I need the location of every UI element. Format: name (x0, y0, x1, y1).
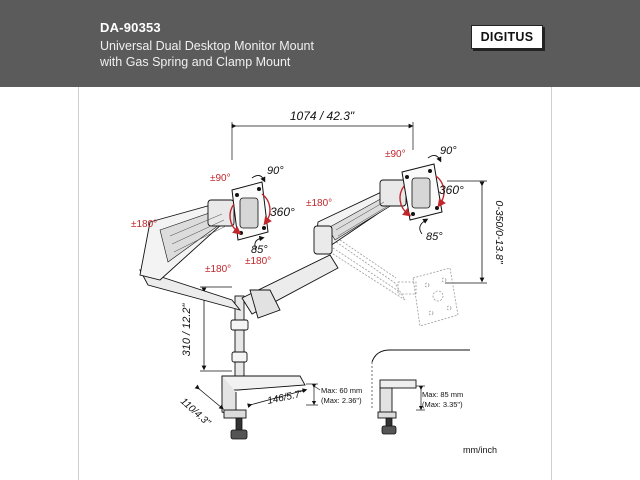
left-pan-label: 85° (251, 244, 268, 256)
units-label: mm/inch (463, 445, 498, 455)
height-dimension: 0-350/0-13.8" (445, 180, 505, 284)
clamp2-max-in: (Max: 3.35") (422, 400, 463, 409)
height-label: 0-350/0-13.8" (493, 200, 505, 265)
right-360-label: 360° (439, 183, 464, 197)
left-rotation-labels: ±90° 90° 360° 85° ±180° ±180° ±180° (131, 165, 295, 275)
left-swivel-c-label: ±180° (245, 256, 271, 267)
right-rotation-labels: ±180° ±90° 90° 360° 85° (306, 145, 464, 243)
base-depth-label: 110/4.3" (178, 396, 213, 429)
left-tilt-deg-label: 90° (267, 165, 284, 177)
width-dimension: 1074 / 42.3" (231, 109, 414, 160)
pole-and-clamp (221, 295, 306, 440)
product-title-line2: with Gas Spring and Clamp Mount (100, 55, 291, 69)
clamp2-max-mm: Max: 85 mm (422, 390, 463, 399)
header-band: DA-90353 Universal Dual Desktop Monitor … (0, 0, 640, 87)
left-360-label: 360° (270, 205, 295, 219)
clamp1-max-mm: Max: 60 mm (321, 386, 362, 395)
right-guide-line (551, 87, 552, 480)
left-swivel-b-label: ±180° (205, 264, 231, 275)
left-guide-line (78, 87, 79, 480)
center-arm (241, 254, 339, 319)
left-arm (139, 199, 242, 311)
clamp-detail-2: Max: 85 mm (Max: 3.35") (371, 349, 470, 435)
right-vesa-plate (399, 163, 446, 221)
model-number: DA-90353 (100, 20, 161, 35)
right-pan-label: 85° (426, 231, 443, 243)
base-width-label: 146/5.7" (266, 388, 305, 407)
right-swivel-label: ±180° (306, 198, 332, 209)
pole-height-label: 310 / 12.2" (181, 302, 193, 356)
right-arm (313, 179, 407, 255)
clamp-max-1: Max: 60 mm (Max: 2.36") (313, 385, 362, 405)
width-label: 1074 / 42.3" (290, 109, 355, 123)
left-vesa-plate (229, 181, 272, 241)
product-title-line1: Universal Dual Desktop Monitor Mount (100, 39, 314, 53)
left-swivel-a-label: ±180° (131, 219, 157, 230)
right-tilt-label: ±90° (385, 149, 406, 160)
left-tilt-label: ±90° (210, 173, 231, 184)
digitus-logo: DIGITUS (471, 25, 543, 49)
ghost-arm (321, 230, 459, 327)
base-dimensions: 110/4.3" 146/5.7" (178, 383, 318, 429)
clamp1-max-in: (Max: 2.36") (321, 396, 362, 405)
pole-height-dimension: 310 / 12.2" (181, 286, 232, 372)
right-tilt-deg-label: 90° (440, 145, 457, 157)
